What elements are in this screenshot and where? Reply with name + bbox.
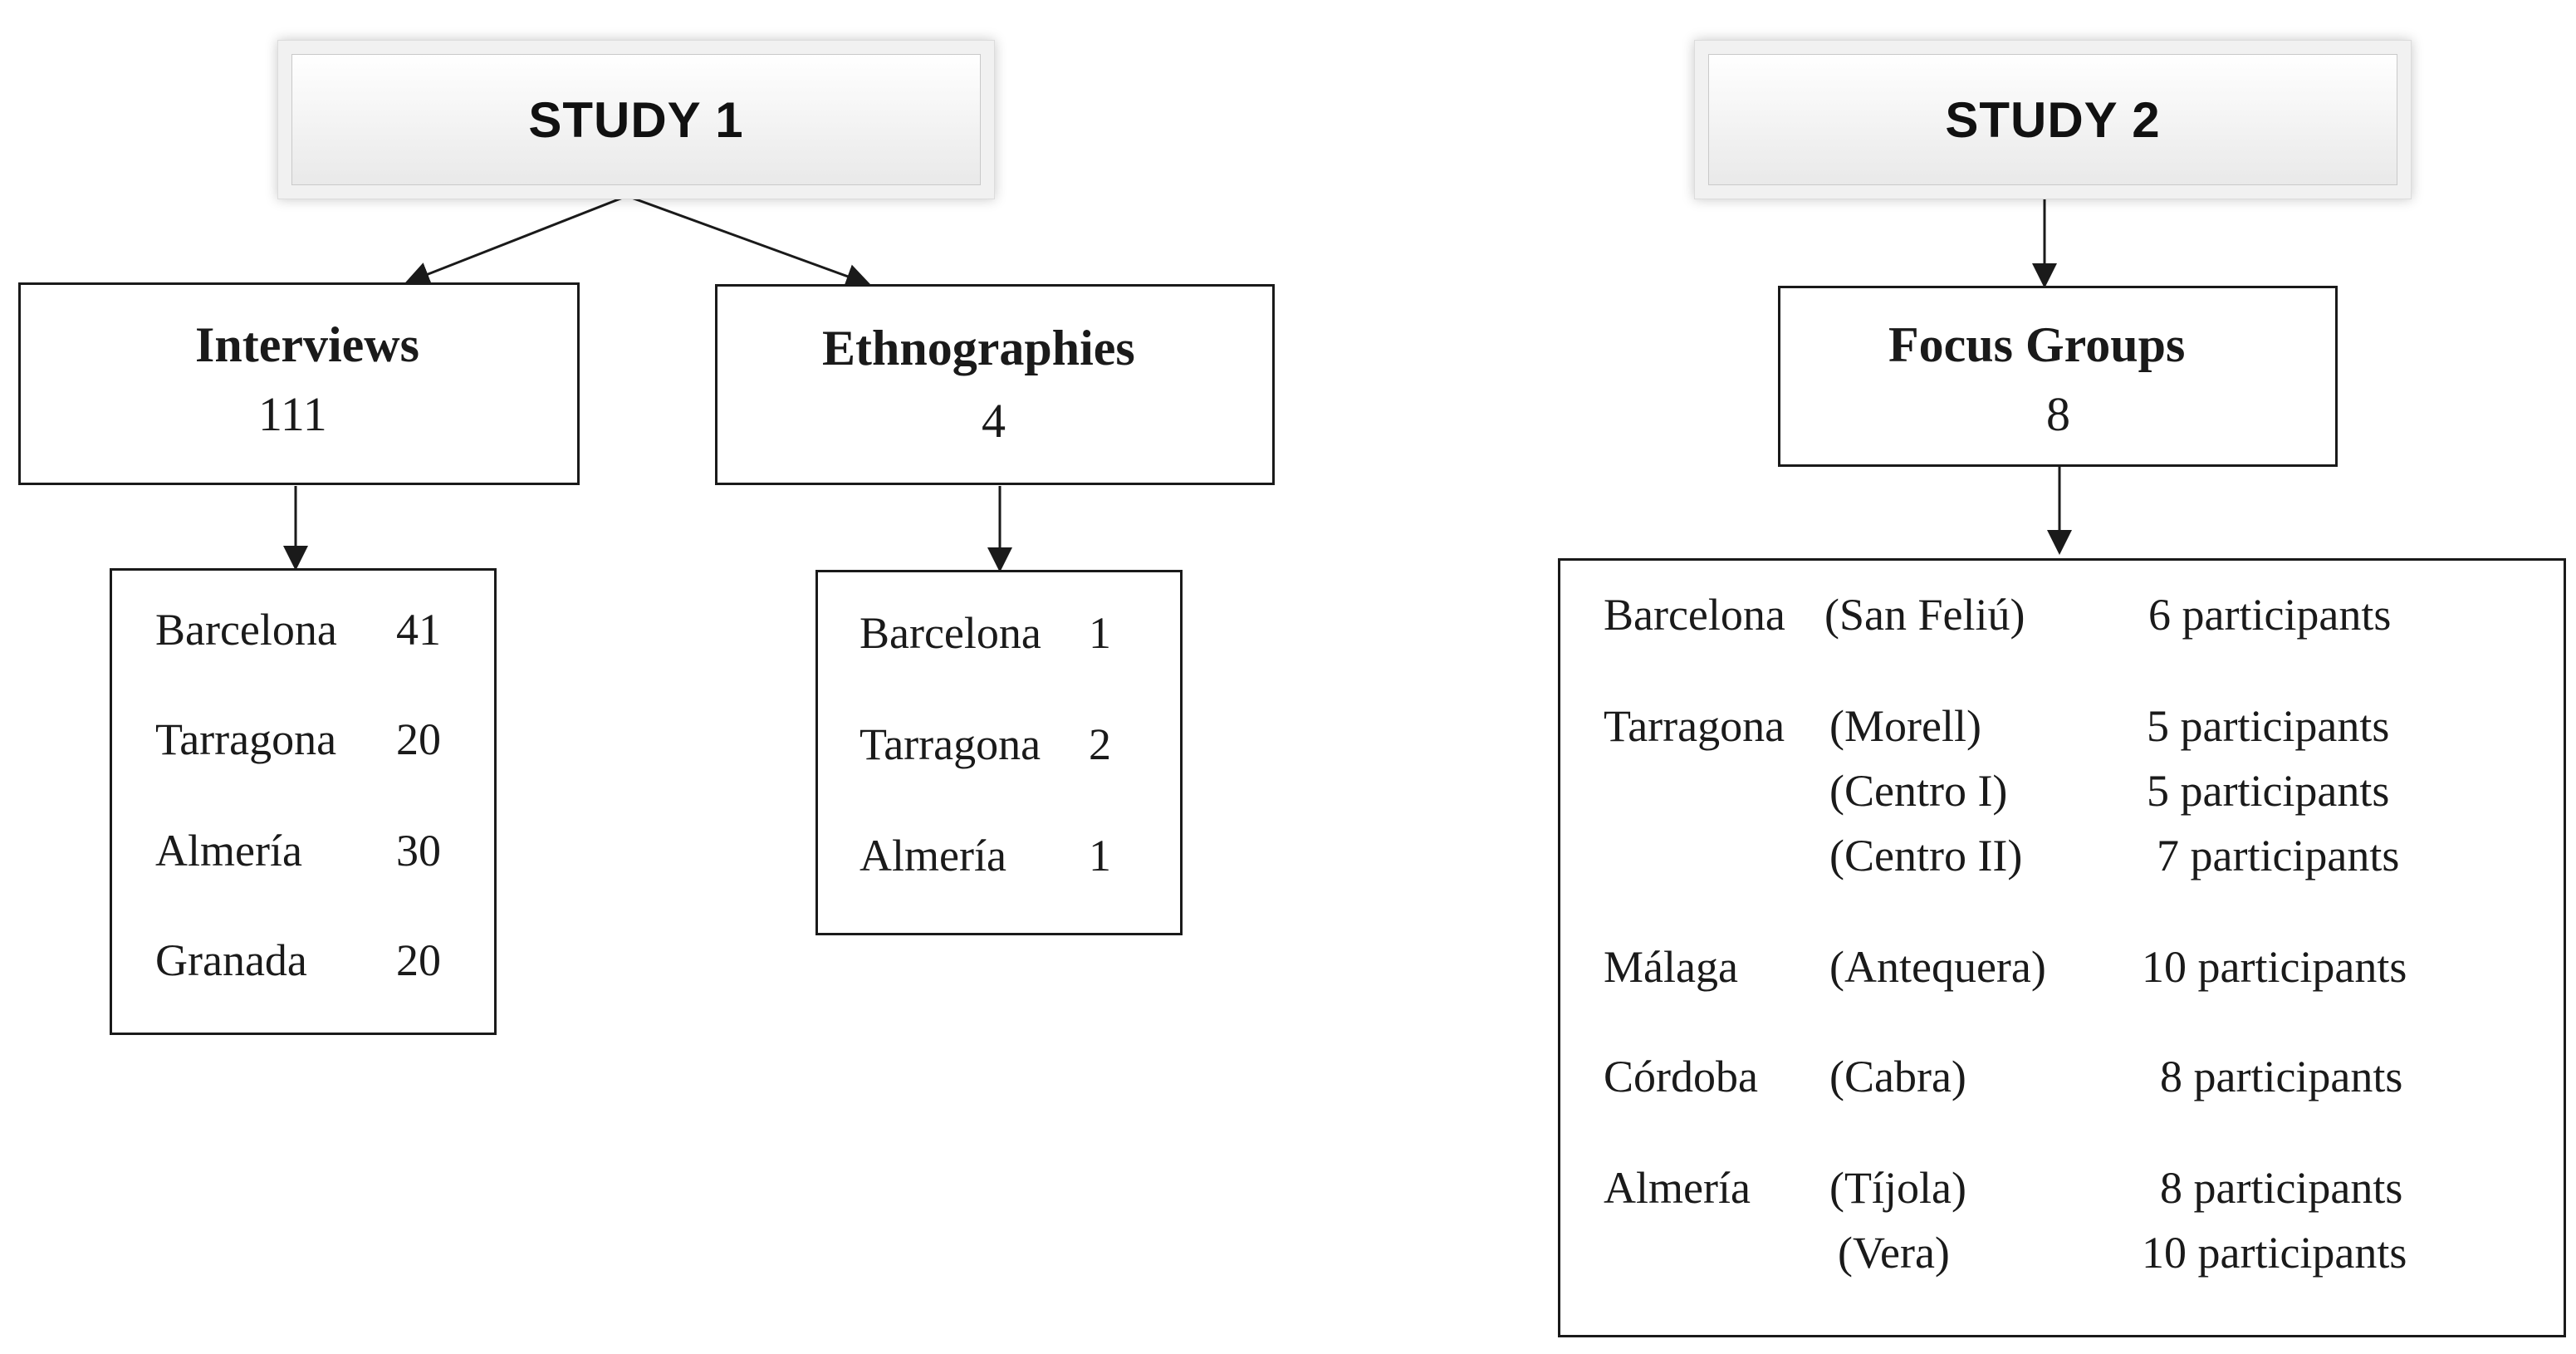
ethnographies-city: Tarragona xyxy=(859,719,1041,769)
interviews-city: Tarragona xyxy=(155,714,337,764)
study2-title: STUDY 2 xyxy=(1945,91,2161,148)
study2-header-inner: STUDY 2 xyxy=(1708,54,2397,185)
focus-groups-sites-box: Barcelona (San Feliú) 6 participants Tar… xyxy=(1558,558,2566,1337)
fg-city: Barcelona xyxy=(1604,590,1785,640)
fg-participants: 8 participants xyxy=(2160,1052,2403,1101)
fg-participants: 5 participants xyxy=(2147,701,2390,751)
ethnographies-count-cell: 1 xyxy=(1089,608,1111,658)
fg-city: Tarragona xyxy=(1604,701,1785,751)
fg-site: (Antequera) xyxy=(1829,942,2046,992)
arrow-study1-interviews xyxy=(404,194,628,287)
fg-city: Málaga xyxy=(1604,942,1738,992)
fg-participants: 10 participants xyxy=(2142,942,2407,992)
interviews-city: Barcelona xyxy=(155,605,337,655)
fg-city: Almería xyxy=(1604,1163,1751,1213)
fg-participants: 5 participants xyxy=(2147,766,2390,816)
ethnographies-count-cell: 2 xyxy=(1089,719,1111,769)
fg-site: (Cabra) xyxy=(1829,1052,1966,1101)
study1-header: STUDY 1 xyxy=(277,40,995,199)
focus-groups-label: Focus Groups xyxy=(1888,317,2186,372)
focus-groups-count: 8 xyxy=(2046,387,2070,441)
fg-site: (San Feliú) xyxy=(1824,590,2025,640)
fg-site: (Centro I) xyxy=(1829,766,2008,816)
fg-participants: 6 participants xyxy=(2148,590,2392,640)
interviews-count-cell: 41 xyxy=(396,605,441,655)
interviews-count-cell: 20 xyxy=(396,935,441,985)
fg-participants: 7 participants xyxy=(2157,831,2400,881)
interviews-count: 111 xyxy=(258,387,327,441)
fg-site: (Vera) xyxy=(1838,1228,1950,1278)
study1-header-inner: STUDY 1 xyxy=(291,54,981,185)
arrow-study1-ethnographies xyxy=(626,194,871,288)
ethnographies-count-cell: 1 xyxy=(1089,831,1111,881)
fg-site: (Morell) xyxy=(1829,701,1981,751)
focus-groups-box: Focus Groups 8 xyxy=(1778,286,2338,467)
interviews-box: Interviews 111 xyxy=(18,282,580,485)
fg-participants: 10 participants xyxy=(2142,1228,2407,1278)
ethnographies-count: 4 xyxy=(982,394,1006,448)
ethnographies-cities-box: Barcelona 1 Tarragona 2 Almería 1 xyxy=(815,570,1183,935)
interviews-label: Interviews xyxy=(195,317,419,372)
interviews-cities-box: Barcelona 41 Tarragona 20 Almería 30 Gra… xyxy=(110,568,497,1035)
ethnographies-label: Ethnographies xyxy=(822,321,1135,375)
interviews-city: Granada xyxy=(155,935,307,985)
interviews-city: Almería xyxy=(155,826,302,876)
fg-site: (Centro II) xyxy=(1829,831,2023,881)
interviews-count-cell: 30 xyxy=(396,826,441,876)
study2-header: STUDY 2 xyxy=(1694,40,2412,199)
fg-participants: 8 participants xyxy=(2160,1163,2403,1213)
ethnographies-city: Almería xyxy=(859,831,1006,881)
study1-title: STUDY 1 xyxy=(528,91,744,148)
fg-city: Córdoba xyxy=(1604,1052,1758,1101)
ethnographies-box: Ethnographies 4 xyxy=(715,284,1275,485)
interviews-count-cell: 20 xyxy=(396,714,441,764)
fg-site: (Tíjola) xyxy=(1829,1163,1966,1213)
ethnographies-city: Barcelona xyxy=(859,608,1041,658)
